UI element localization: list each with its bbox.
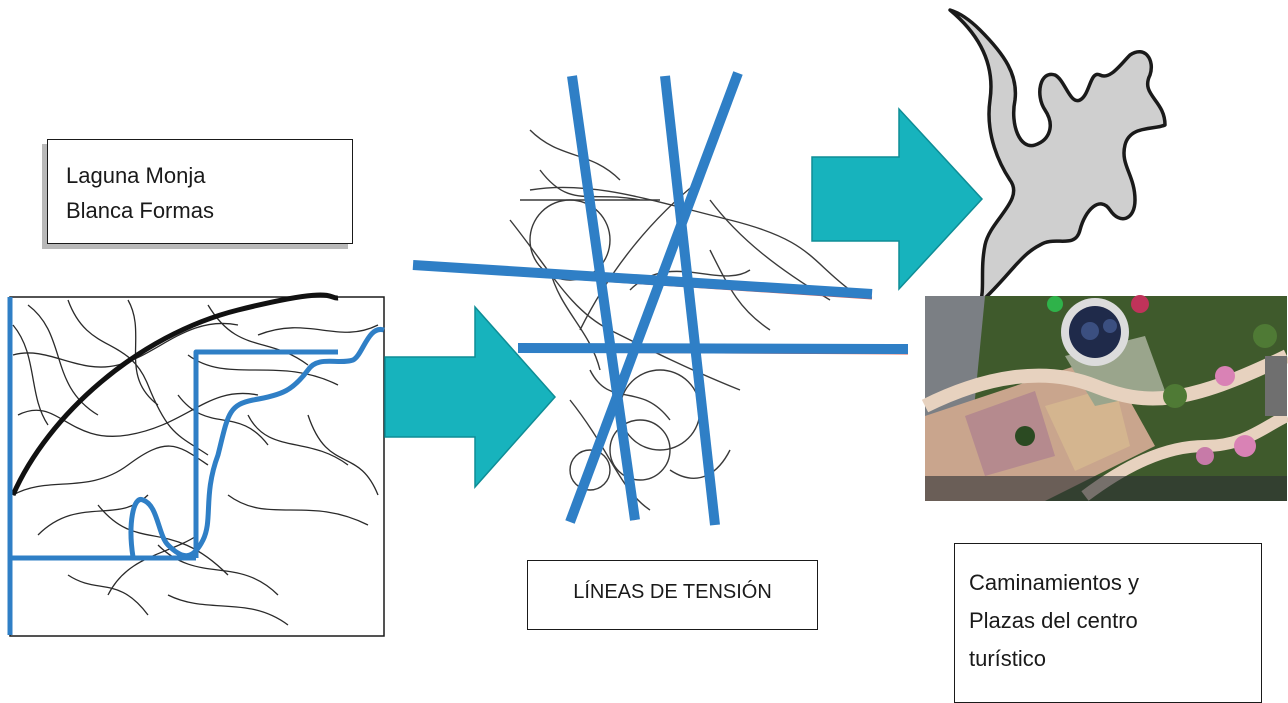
arrow-right-icon — [384, 305, 557, 489]
caminamientos-label: Caminamientos y Plazas del centro turíst… — [969, 570, 1139, 671]
caminamientos-label-box: Caminamientos y Plazas del centro turíst… — [954, 543, 1262, 703]
tension-label-box: LÍNEAS DE TENSIÓN — [527, 560, 818, 630]
tension-red-shadow — [414, 78, 909, 521]
laguna-label: Laguna Monja Blanca Formas — [66, 163, 214, 223]
laguna-sketch-panel — [7, 292, 385, 637]
shoreline-thick — [10, 292, 339, 497]
tension-label: LÍNEAS DE TENSIÓN — [573, 581, 772, 603]
sketch-blue-lines — [7, 297, 385, 635]
plaza-render-image — [921, 295, 1288, 501]
tension-lines — [412, 71, 909, 526]
organic-lagoon-shape — [948, 8, 1167, 305]
tension-sketch — [509, 129, 851, 511]
arrow-right-icon — [811, 107, 984, 291]
laguna-label-box: Laguna Monja Blanca Formas — [47, 139, 353, 244]
tension-lines-diagram — [412, 71, 909, 526]
